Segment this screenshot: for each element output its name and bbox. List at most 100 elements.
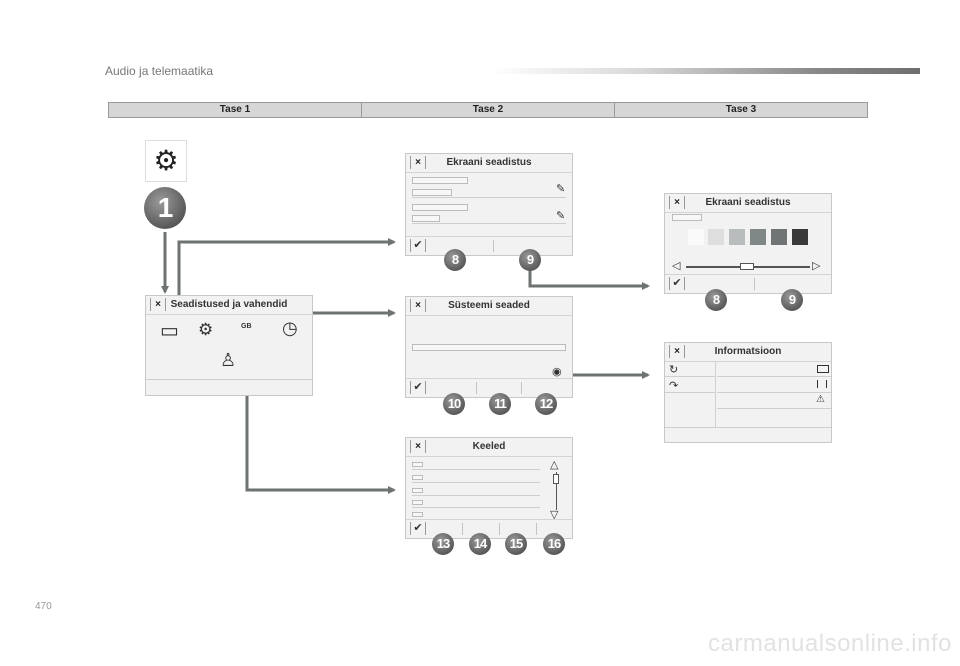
- footer-separator: [462, 523, 463, 535]
- connector-ekraan-to-ekraan3: [528, 266, 650, 290]
- setting-field: [412, 177, 468, 184]
- clock-icon[interactable]: ◷: [282, 318, 298, 338]
- language-flag[interactable]: [412, 462, 423, 467]
- panel-title: Süsteemi seaded: [406, 297, 572, 316]
- badge-10: 10: [443, 393, 465, 415]
- badge-9: 9: [519, 249, 541, 271]
- panel-systeem: Süsteemi seaded × ◉ ✔: [405, 296, 573, 398]
- setting-field[interactable]: [412, 215, 440, 222]
- confirm-icon[interactable]: ✔: [669, 277, 685, 290]
- level-3-label: Tase 3: [725, 104, 757, 115]
- close-icon[interactable]: ×: [410, 440, 426, 453]
- level-1-label: Tase 1: [109, 103, 362, 117]
- warning-icon[interactable]: ⚠: [816, 394, 825, 405]
- confirm-icon[interactable]: ✔: [410, 239, 426, 252]
- close-icon[interactable]: ×: [150, 298, 166, 311]
- divider: [412, 197, 566, 198]
- badge-11: 11: [489, 393, 511, 415]
- badge-8: 8: [444, 249, 466, 271]
- watermark: carmanualsonline.info: [708, 630, 952, 657]
- divider: [412, 223, 566, 224]
- confirm-icon[interactable]: ✔: [410, 522, 426, 535]
- confirm-icon[interactable]: ✔: [410, 381, 426, 394]
- list-icon[interactable]: [817, 380, 827, 388]
- badge-9: 9: [781, 289, 803, 311]
- edit-icon[interactable]: ✎: [556, 210, 566, 222]
- footer-separator: [754, 278, 755, 290]
- language-flag[interactable]: [412, 475, 423, 480]
- edit-icon[interactable]: ✎: [556, 183, 566, 195]
- divider: [717, 392, 831, 393]
- footer-separator: [493, 240, 494, 252]
- panel-footer: ✔: [406, 378, 572, 397]
- divider: [412, 507, 540, 508]
- panel-info: Informatsioon × ↻ ↷ ⚠: [664, 342, 832, 443]
- settings-gear-tile[interactable]: ⚙: [145, 140, 187, 182]
- screen-icon[interactable]: ▭: [160, 320, 179, 342]
- panel-ekraan: Ekraani seadistus × ✎ ✎ ✔: [405, 153, 573, 256]
- badge-8: 8: [705, 289, 727, 311]
- panel-keeled: Keeled × △ ▽ ✔: [405, 437, 573, 539]
- slider-left-icon[interactable]: ◁: [672, 260, 681, 272]
- language-flag[interactable]: [412, 488, 423, 493]
- badge-15: 15: [505, 533, 527, 555]
- color-swatch-1[interactable]: [688, 229, 704, 245]
- color-swatch-2[interactable]: [708, 229, 724, 245]
- divider: [717, 408, 831, 409]
- scrollbar-track[interactable]: [556, 472, 557, 510]
- info-sidebar-divider: [715, 361, 716, 427]
- language-label: GB: [241, 323, 252, 330]
- color-swatch-5[interactable]: [771, 229, 787, 245]
- language-flag[interactable]: [412, 512, 423, 517]
- reply-icon[interactable]: ↷: [669, 380, 679, 392]
- badge-12: 12: [535, 393, 557, 415]
- brightness-slider-thumb[interactable]: [740, 263, 754, 270]
- badge-1: 1: [144, 187, 186, 229]
- footer-separator: [476, 382, 477, 394]
- panel-title: Seadistused ja vahendid: [146, 296, 312, 315]
- panel-title: Keeled: [406, 438, 572, 457]
- refresh-icon[interactable]: ↻: [669, 364, 679, 376]
- badge-14: 14: [469, 533, 491, 555]
- panel-footer: ✔: [406, 519, 572, 538]
- setting-field[interactable]: [412, 189, 452, 196]
- divider: [665, 376, 715, 377]
- color-swatch-4[interactable]: [750, 229, 766, 245]
- eye-icon[interactable]: ◉: [552, 366, 562, 378]
- badge-16: 16: [543, 533, 565, 555]
- close-icon[interactable]: ×: [410, 156, 426, 169]
- footer-separator: [521, 382, 522, 394]
- gear-icon: ⚙: [153, 145, 179, 176]
- connector-to-ekraan: [177, 238, 396, 303]
- scrollbar-thumb[interactable]: [553, 474, 559, 484]
- divider: [412, 495, 540, 496]
- connector-to-keeled: [245, 350, 396, 494]
- panel-footer: ✔: [665, 274, 831, 293]
- close-icon[interactable]: ×: [410, 299, 426, 312]
- setting-field[interactable]: [412, 344, 566, 351]
- gear-icon[interactable]: ⚙: [198, 320, 214, 339]
- panel-title: Informatsioon: [665, 343, 831, 362]
- language-icon[interactable]: GB: [241, 323, 252, 330]
- person-icon[interactable]: ♙: [220, 350, 237, 370]
- language-flag[interactable]: [412, 500, 423, 505]
- scroll-up-icon[interactable]: △: [550, 459, 559, 471]
- device-icon[interactable]: [817, 365, 829, 373]
- color-swatch-6[interactable]: [792, 229, 808, 245]
- divider: [717, 376, 831, 377]
- slider-right-icon[interactable]: ▷: [812, 260, 821, 272]
- level-2-label: Tase 2: [362, 103, 615, 117]
- panel-title: Ekraani seadistus: [665, 194, 831, 213]
- scroll-down-icon[interactable]: ▽: [550, 509, 559, 521]
- level-bar: Tase 1 Tase 2 Tase 3: [108, 102, 868, 118]
- footer-separator: [536, 523, 537, 535]
- header-decor-bar: [490, 68, 920, 74]
- section-title: Audio ja telemaatika: [105, 64, 214, 78]
- close-icon[interactable]: ×: [669, 345, 685, 358]
- color-swatch-3[interactable]: [729, 229, 745, 245]
- panel-seadistused: Seadistused ja vahendid × ▭ ⚙ GB ◷ ♙: [145, 295, 313, 396]
- divider: [412, 469, 540, 470]
- panel-title: Ekraani seadistus: [406, 154, 572, 173]
- close-icon[interactable]: ×: [669, 196, 685, 209]
- divider: [665, 392, 715, 393]
